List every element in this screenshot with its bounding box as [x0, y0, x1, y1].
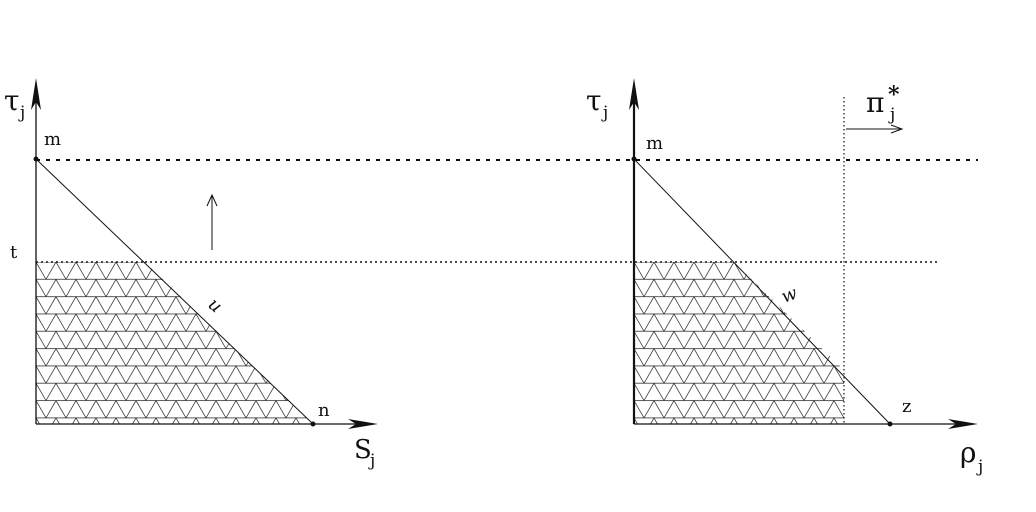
right-y-arrow-icon [629, 78, 639, 110]
right-line-w [633, 158, 891, 425]
right-label-z: z [902, 396, 911, 417]
threshold-sub: j [888, 105, 895, 125]
left-line-u [35, 158, 314, 425]
right-y-axis-label: τ [586, 84, 602, 117]
left-panel: τ j m t n u S j [4, 78, 378, 471]
left-label-u: u [204, 294, 226, 318]
left-x-axis-sub: j [368, 451, 375, 471]
threshold-label: π [866, 86, 884, 119]
left-x-axis-label: S [354, 435, 372, 465]
left-y-axis-label: τ [4, 84, 20, 117]
right-x-axis-sub: j [976, 457, 983, 477]
right-y-axis-sub: j [601, 103, 608, 123]
right-point-m [631, 156, 637, 162]
left-y-arrow-icon [31, 78, 41, 110]
threshold-arrow-icon [890, 124, 904, 134]
right-panel: τ j m w z π * j ρ j [586, 78, 983, 477]
left-point-n [310, 421, 316, 427]
left-y-axis-sub: j [18, 103, 25, 123]
left-hatched-region [36, 262, 313, 424]
threshold-sup: * [888, 82, 900, 108]
right-point-z [887, 421, 893, 427]
left-label-t: t [10, 242, 18, 263]
left-label-m: m [44, 129, 61, 150]
left-label-n: n [318, 400, 330, 421]
right-x-arrow-icon [948, 419, 978, 429]
right-label-m: m [646, 133, 663, 154]
left-x-arrow-icon [348, 419, 378, 429]
right-hatched-region [634, 262, 844, 424]
right-label-w: w [779, 282, 801, 307]
right-x-axis-label: ρ [960, 436, 976, 469]
up-arrow-icon [206, 193, 218, 207]
